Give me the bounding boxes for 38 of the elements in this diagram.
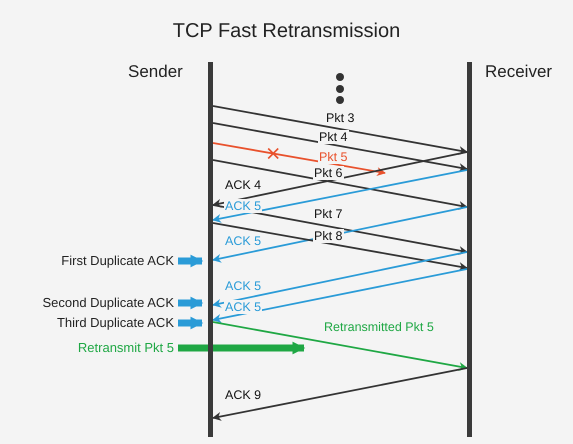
- lifeline: [467, 62, 472, 437]
- edge-label: ACK 4: [224, 178, 262, 192]
- diagram-title: TCP Fast Retransmission: [172, 20, 402, 43]
- arrow: [178, 316, 204, 330]
- edge-label: Pkt 8: [313, 229, 344, 243]
- arrow: [212, 222, 468, 272]
- edge-label: Pkt 6: [313, 166, 344, 180]
- arrow: [212, 251, 468, 308]
- edge-label: Pkt 5: [318, 150, 348, 164]
- arrow: [212, 122, 468, 172]
- arrow: [212, 151, 468, 208]
- arrow: [212, 204, 468, 255]
- arrow: [212, 142, 386, 176]
- annotation-text: Second Duplicate ACK: [10, 295, 174, 311]
- arrow: [212, 169, 468, 223]
- edge-label: ACK 5: [224, 279, 262, 293]
- lifeline: [208, 62, 213, 437]
- arrow: [178, 296, 204, 310]
- annotation-text: First Duplicate ACK: [10, 253, 174, 269]
- edge-label: ACK 5: [224, 300, 262, 314]
- arrow: [212, 268, 468, 323]
- arrow: [212, 159, 468, 210]
- arrow: [212, 321, 468, 371]
- arrow: [212, 367, 468, 421]
- edge-label: ACK 9: [224, 388, 262, 402]
- arrow: [178, 254, 204, 268]
- edge-label: ACK 5: [224, 234, 262, 248]
- edge-label: Retransmitted Pkt 5: [323, 320, 435, 334]
- edge-label: Pkt 7: [313, 207, 344, 221]
- arrow: [212, 105, 468, 155]
- lifeline-heading: Receiver: [485, 62, 552, 82]
- edge-label: Pkt 3: [325, 111, 356, 125]
- edge-label: ACK 5: [224, 199, 262, 213]
- arrow: [178, 342, 306, 354]
- annotation-text: Retransmit Pkt 5: [10, 340, 174, 356]
- annotation-text: Third Duplicate ACK: [10, 315, 174, 331]
- edge-label: Pkt 4: [318, 130, 348, 144]
- lifeline-heading: Sender: [128, 62, 183, 82]
